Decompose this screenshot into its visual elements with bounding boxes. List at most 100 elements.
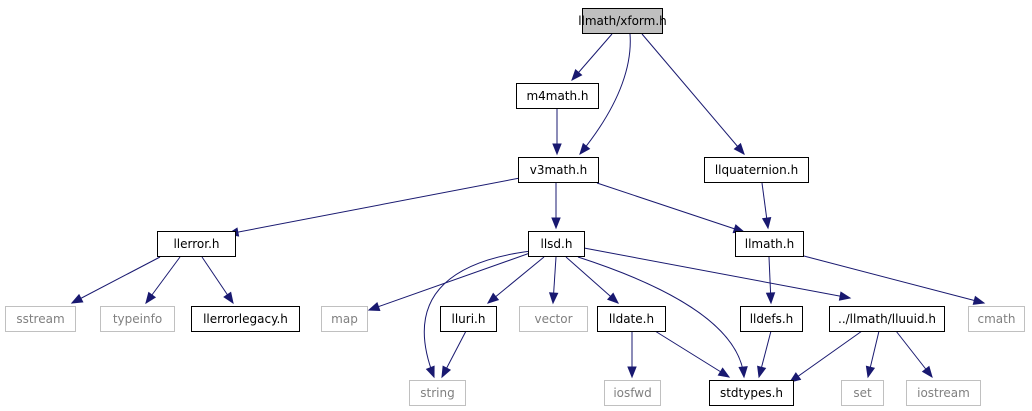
node-typeinfo-box xyxy=(100,306,175,332)
node-lldate-box xyxy=(597,306,666,332)
edge-lldefs-to-stdtypes xyxy=(757,330,772,379)
edge-llsd-to-lldate-line xyxy=(565,256,619,304)
edge-lluuid-to-set xyxy=(865,330,880,379)
node-llerrorlegacy-box xyxy=(191,306,300,332)
node-vector-box xyxy=(519,306,588,332)
node-iosfwd-box xyxy=(604,380,661,406)
edge-llsd-to-string-arrowhead xyxy=(425,365,435,379)
edge-xform-to-v3math xyxy=(579,33,631,156)
edge-m4math-to-v3math xyxy=(552,109,562,156)
node-lldefs-box xyxy=(740,306,803,332)
node-llsd-label: llsd.h xyxy=(541,237,573,251)
edge-llerror-to-typeinfo-arrowhead xyxy=(145,291,157,305)
edge-llsd-to-stdtypes-arrowhead xyxy=(738,366,748,379)
node-stdtypes-box xyxy=(709,380,794,406)
edge-llsd-to-lluri-arrowhead xyxy=(486,292,500,304)
node-typeinfo-label: typeinfo xyxy=(113,312,162,326)
edge-lluuid-to-set-arrowhead xyxy=(865,365,876,379)
node-llerror-label: llerror.h xyxy=(173,237,219,251)
node-xform[interactable]: llmath/xform.h xyxy=(578,8,667,34)
edge-llerror-to-llerrorlegacy xyxy=(201,256,234,305)
edge-xform-to-v3math-arrowhead xyxy=(579,142,591,156)
node-map-label: map xyxy=(331,312,358,326)
node-xform-box xyxy=(582,8,663,34)
edge-lldate-to-iosfwd xyxy=(627,331,637,379)
node-lluri-label: lluri.h xyxy=(452,312,486,326)
edge-llmath-to-cmath-arrowhead xyxy=(972,295,986,305)
edge-llsd-to-string xyxy=(423,249,541,379)
node-cmath-label: cmath xyxy=(978,312,1016,326)
edge-lluri-to-string-arrowhead xyxy=(441,365,452,379)
node-llsd[interactable]: llsd.h xyxy=(528,231,585,257)
node-sstream-label: sstream xyxy=(16,312,64,326)
edge-llsd-to-lluuid-arrowhead xyxy=(838,291,852,301)
edge-xform-to-m4math xyxy=(571,33,613,82)
node-lluuid[interactable]: ../llmath/lluuid.h xyxy=(829,306,945,332)
edge-v3math-to-llsd-arrowhead xyxy=(551,217,561,230)
node-llerrorlegacy[interactable]: llerrorlegacy.h xyxy=(191,306,300,332)
edge-llsd-to-vector xyxy=(548,256,559,305)
node-xform-label: llmath/xform.h xyxy=(578,14,667,28)
node-lldefs[interactable]: lldefs.h xyxy=(740,306,803,332)
edge-lldate-to-stdtypes-arrowhead xyxy=(717,367,731,378)
node-sstream: sstream xyxy=(5,306,76,332)
edge-v3math-to-llerror-line xyxy=(227,177,521,235)
edge-llsd-to-lluuid-line xyxy=(583,247,851,299)
edge-llmath-to-lldefs xyxy=(765,256,776,305)
edge-lldate-to-iosfwd-arrowhead xyxy=(627,366,637,379)
node-iostream-box xyxy=(906,380,981,406)
node-cmath: cmath xyxy=(968,306,1025,332)
edge-lldate-to-stdtypes-line xyxy=(654,330,730,378)
edge-lluuid-to-stdtypes xyxy=(788,330,863,383)
edge-llmath-to-lldefs-arrowhead xyxy=(765,292,776,305)
node-v3math[interactable]: v3math.h xyxy=(518,157,599,183)
node-lluri[interactable]: lluri.h xyxy=(440,306,497,332)
node-stdtypes[interactable]: stdtypes.h xyxy=(709,380,794,406)
edge-v3math-to-llerror xyxy=(226,177,521,237)
node-cmath-box xyxy=(968,306,1025,332)
edge-v3math-to-llmath xyxy=(596,182,746,234)
node-v3math-label: v3math.h xyxy=(530,163,588,177)
edge-llmath-to-cmath xyxy=(799,254,986,305)
nodes-layer: llmath/xform.h m4math.h v3math.h llquaterni… xyxy=(5,8,1025,406)
node-vector-label: vector xyxy=(534,312,572,326)
edge-llerror-to-sstream-line xyxy=(71,256,161,304)
edge-llsd-to-string-line xyxy=(423,249,541,378)
edge-llsd-to-lldate xyxy=(565,256,620,304)
node-vector: vector xyxy=(519,306,588,332)
edge-lluri-to-string xyxy=(441,330,467,379)
edge-llerror-to-llerrorlegacy-arrowhead xyxy=(223,291,234,305)
edge-llquaternion-to-llmath xyxy=(761,182,772,230)
edge-xform-to-llquaternion xyxy=(641,33,745,156)
edge-llsd-to-lluri xyxy=(486,256,545,304)
node-lluri-box xyxy=(440,306,497,332)
node-llmath-label: llmath.h xyxy=(745,237,794,251)
edge-llsd-to-map xyxy=(367,252,531,311)
edge-lldate-to-stdtypes xyxy=(654,330,731,378)
edge-llsd-to-stdtypes xyxy=(577,256,748,379)
node-sstream-box xyxy=(5,306,76,332)
edge-lluuid-to-iostream-arrowhead xyxy=(921,365,933,379)
node-llmath[interactable]: llmath.h xyxy=(735,231,804,257)
edge-xform-to-llquaternion-arrowhead xyxy=(733,142,745,156)
node-llmath-box xyxy=(735,231,804,257)
node-llquaternion[interactable]: llquaternion.h xyxy=(704,157,809,183)
edge-llsd-to-lluri-line xyxy=(487,256,545,304)
edge-llsd-to-stdtypes-line xyxy=(577,256,745,378)
node-set-label: set xyxy=(853,386,872,400)
edge-v3math-to-llmath-line xyxy=(596,182,745,233)
node-llsd-box xyxy=(528,231,585,257)
edge-lluuid-to-iostream xyxy=(895,330,933,379)
node-llerrorlegacy-label: llerrorlegacy.h xyxy=(203,312,288,326)
node-typeinfo: typeinfo xyxy=(100,306,175,332)
node-lldefs-label: lldefs.h xyxy=(750,312,794,326)
node-string-box xyxy=(409,380,466,406)
node-m4math[interactable]: m4math.h xyxy=(516,83,599,109)
node-lldate[interactable]: lldate.h xyxy=(597,306,666,332)
node-set-box xyxy=(841,380,884,406)
edge-xform-to-v3math-line xyxy=(579,33,631,155)
node-llerror[interactable]: llerror.h xyxy=(157,231,236,257)
node-m4math-box xyxy=(516,83,599,109)
edge-xform-to-llquaternion-line xyxy=(641,33,745,155)
